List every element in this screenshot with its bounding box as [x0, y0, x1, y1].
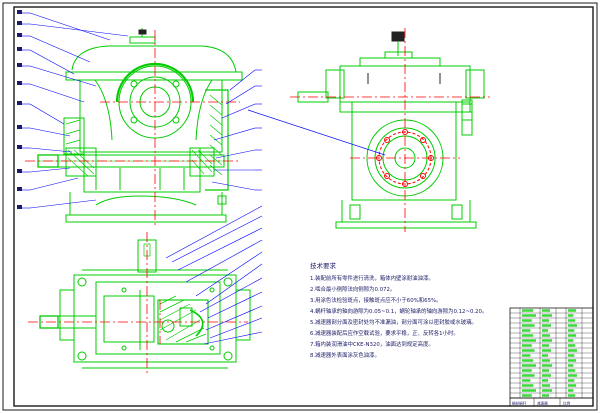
parts-list-cell-mark: [542, 334, 550, 337]
parts-list-cell-mark: [542, 369, 549, 372]
parts-list-cell-mark: [522, 369, 532, 372]
inner-frame: [13, 6, 594, 407]
parts-list-cell-mark: [522, 349, 535, 352]
parts-list-cell-mark: [568, 359, 577, 362]
parts-list-cell-mark: [568, 364, 574, 367]
parts-list-cell-mark: [568, 384, 577, 387]
parts-list-cell-mark: [522, 329, 531, 332]
parts-list-cell-mark: [542, 329, 548, 332]
title-block-label-b: 减速器: [537, 401, 548, 406]
parts-list-cell-mark: [542, 354, 548, 357]
parts-list-cell-mark: [542, 324, 551, 327]
parts-list-cell-mark: [568, 354, 575, 357]
parts-list-cell-mark: [568, 379, 575, 382]
parts-list-cell-mark: [542, 374, 551, 377]
parts-list-cell-mark: [522, 314, 536, 317]
front-view-centerlines: [25, 30, 240, 225]
parts-list-cell-mark: [522, 309, 534, 312]
title-block-label-a: 蜗轮蜗杆: [512, 401, 527, 406]
parts-list-cell-mark: [522, 389, 536, 392]
tech-note-7: 7.箱内装润滑油中CKE-N320，油面达到规定高度。: [310, 340, 434, 348]
top-view-centerlines: [28, 232, 248, 376]
callout-number-marks: [17, 10, 22, 209]
tech-note-5: 5.减速器剖分面及密封处均不准漏油，剖分面可涂以密封胶或水玻璃。: [310, 318, 477, 326]
title-block-label-c: 比例: [563, 401, 571, 406]
callout-leaders: [22, 12, 263, 345]
parts-list-cell-mark: [568, 309, 577, 312]
title-block: 蜗轮蜗杆 减速器 比例: [509, 397, 594, 407]
parts-list: [509, 307, 594, 399]
tech-note-6: 6.减速器装配后应作空载试验，要求平稳，正、反转各1小时。: [310, 329, 459, 337]
parts-list-cell-mark: [568, 374, 577, 377]
parts-list-cell-mark: [542, 349, 551, 352]
parts-list-cell-mark: [568, 319, 576, 322]
parts-list-cell-mark: [568, 369, 576, 372]
parts-list-cell-mark: [568, 339, 574, 342]
parts-list-cell-mark: [522, 339, 536, 342]
parts-list-cell-mark: [542, 384, 550, 387]
parts-list-cell-mark: [522, 334, 534, 337]
parts-list-cell-mark: [542, 314, 552, 317]
parts-list-cell-mark: [522, 374, 535, 377]
parts-list-cell-mark: [522, 319, 532, 322]
tech-note-2: 2.啮合最小侧隙法向侧隙为0.072。: [310, 285, 395, 293]
parts-list-cell-mark: [568, 329, 575, 332]
parts-list-cell-mark: [522, 354, 531, 357]
parts-list-cell-mark: [522, 364, 536, 367]
parts-list-cell-mark: [522, 379, 531, 382]
parts-list-cell-mark: [542, 359, 550, 362]
technical-requirements: 技术要求 1.装配前所有零件进行清洗，箱体内壁涂耐油油漆。 2.啮合最小侧隙法向…: [310, 261, 487, 359]
parts-list-cell-mark: [568, 314, 574, 317]
section-cut-lines: [367, 73, 441, 84]
parts-list-cell-mark: [568, 349, 577, 352]
tech-note-3: 3.用涂色法检验斑点，接触斑点应不小于60%和65%。: [310, 296, 442, 304]
tech-notes-heading: 技术要求: [310, 261, 337, 270]
parts-list-cell-mark: [542, 339, 552, 342]
parts-list-cell-mark: [568, 389, 574, 392]
parts-list-cell-mark: [522, 394, 532, 397]
parts-list-cell-mark: [542, 319, 549, 322]
parts-list-cell-mark: [542, 389, 552, 392]
parts-list-cell-mark: [568, 324, 577, 327]
tech-note-8: 8.减速器外表面涂灰色油漆。: [310, 351, 380, 359]
parts-list-cell-mark: [542, 379, 548, 382]
tech-note-4: 4.蜗杆轴承的轴向游隙为0.05~0.1，蜗轮轴承的轴向游隙为0.12~0.20…: [310, 307, 487, 315]
parts-list-cell-mark: [542, 344, 549, 347]
parts-list-cell-mark: [522, 384, 534, 387]
parts-list-cell-mark: [568, 394, 576, 397]
parts-list-cell-mark: [542, 394, 549, 397]
parts-list-cell-mark: [568, 334, 577, 337]
parts-list-cell-mark: [522, 359, 534, 362]
cross-view-leader: [247, 109, 386, 156]
side-view-centerlines: [290, 28, 490, 232]
parts-list-cell-mark: [522, 344, 532, 347]
parts-list-cell-mark: [522, 324, 535, 327]
tech-note-1: 1.装配前所有零件进行清洗，箱体内壁涂耐油油漆。: [310, 274, 434, 282]
parts-list-cell-mark: [542, 364, 552, 367]
parts-list-cell-mark: [542, 309, 550, 312]
parts-list-cell-mark: [568, 344, 576, 347]
